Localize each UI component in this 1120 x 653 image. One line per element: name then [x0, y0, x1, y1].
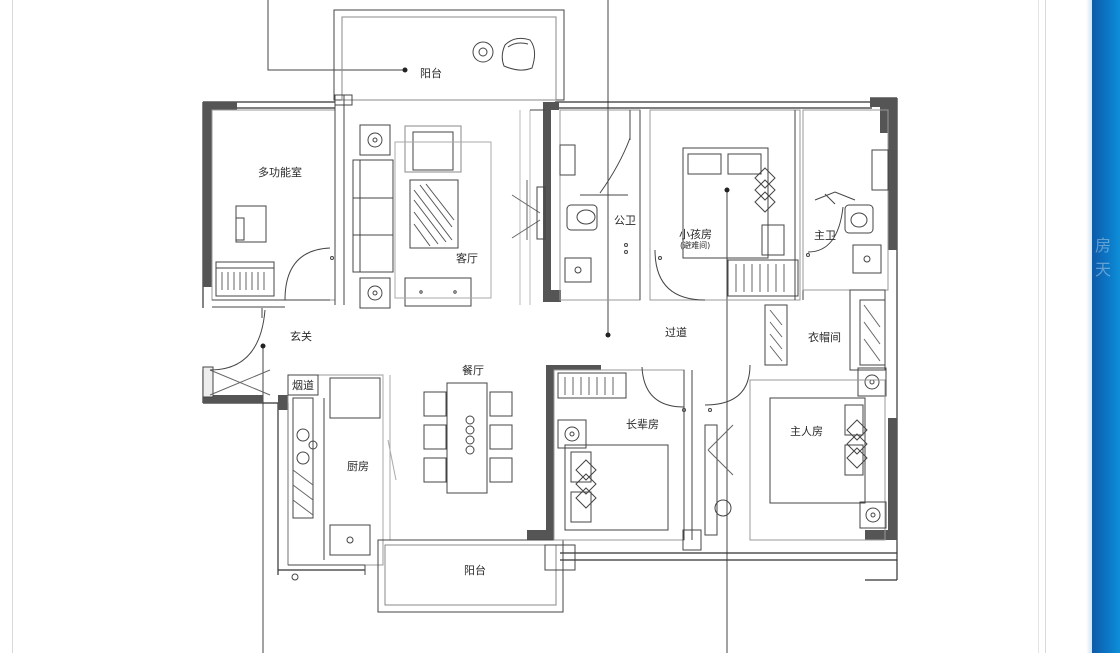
label-master-bath: 主卫 [814, 229, 836, 242]
label-dining: 餐厅 [462, 363, 484, 377]
living-room [334, 94, 546, 309]
entrance [202, 308, 271, 398]
label-corridor: 过道 [665, 325, 687, 339]
master-room [704, 364, 887, 541]
label-kitchen: 厨房 [347, 460, 369, 473]
multi-function-room [211, 109, 336, 308]
watermark-text: 房天 [1095, 236, 1112, 279]
label-balcony-top: 阳台 [420, 66, 442, 80]
blue-edge-gradient [1086, 0, 1092, 653]
public-bathroom [559, 109, 651, 301]
frame-border-right [1045, 0, 1046, 653]
label-child-room-note: (避难间) [680, 240, 710, 250]
leader-lines [260, 0, 730, 653]
label-entrance: 玄关 [290, 329, 312, 343]
closet [764, 299, 887, 397]
room-labels: 阳台 多功能室 客厅 公卫 小孩房 (避难间) 主卫 玄关 过道 衣帽间 餐厅 … [258, 66, 841, 577]
balcony-bottom [377, 539, 576, 613]
label-elder-room: 长辈房 [626, 417, 659, 431]
label-living-room: 客厅 [456, 251, 478, 265]
frame-border-right-inner [1038, 0, 1039, 653]
dining-area [395, 382, 545, 541]
label-child-room: 小孩房 [679, 228, 712, 241]
balcony-top [333, 9, 565, 101]
label-closet: 衣帽间 [808, 330, 841, 344]
frame-border-left [12, 0, 13, 653]
label-balcony-bottom: 阳台 [464, 563, 486, 577]
solid-wall-blocks [203, 98, 897, 540]
elder-room [553, 366, 702, 551]
label-fridge: 烟道 [292, 378, 314, 392]
label-multi-room: 多功能室 [258, 165, 302, 179]
label-public-bath: 公卫 [614, 214, 636, 227]
blue-edge-strip [1092, 0, 1120, 653]
kitchen [287, 374, 397, 581]
label-master-room: 主人房 [790, 425, 823, 438]
master-bathroom [802, 109, 889, 371]
